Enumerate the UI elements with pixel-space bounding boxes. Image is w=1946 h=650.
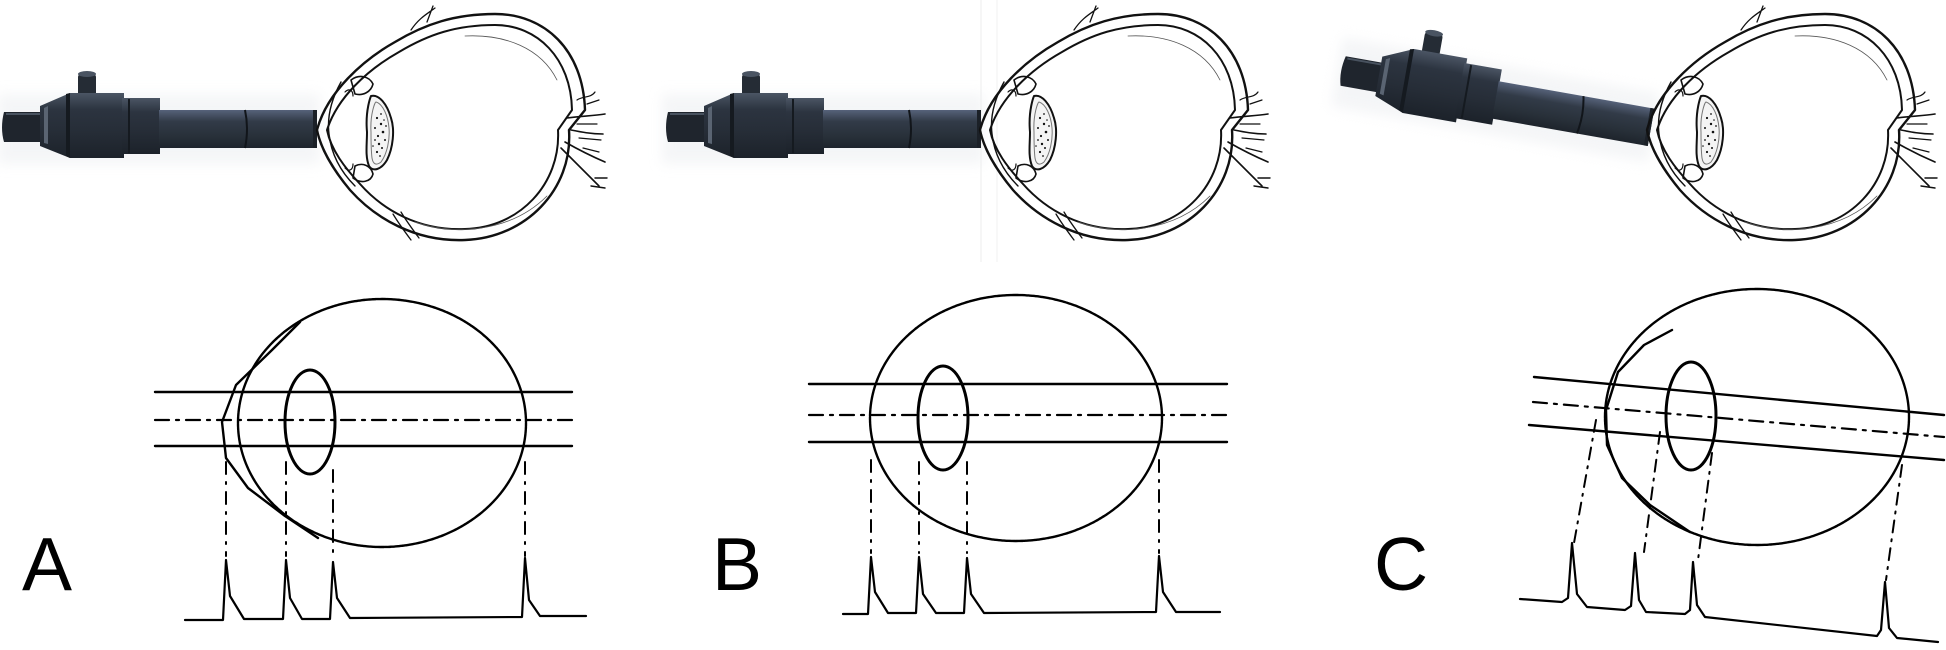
lens-outline	[283, 368, 337, 476]
echo-projection-line	[1697, 452, 1713, 561]
cornea-bulge	[220, 320, 320, 540]
ultrasound-probe-c	[1331, 15, 1664, 163]
beam-axis	[1531, 400, 1946, 439]
panel-label-a: A	[22, 522, 73, 606]
echo-projection-line	[1573, 419, 1597, 544]
globe-outline	[236, 297, 528, 549]
schematic-b	[807, 293, 1229, 616]
schematic-c	[1518, 287, 1946, 644]
anatomical-eyes	[315, 4, 1939, 242]
schematic-a	[153, 297, 588, 622]
schematic-eyes	[153, 287, 1946, 644]
panel-label-b: B	[712, 522, 763, 606]
a-scan-trace	[183, 556, 588, 622]
globe-outline	[868, 293, 1164, 543]
lens-outline	[1664, 360, 1718, 472]
cornea-bulge	[1604, 328, 1692, 534]
panel-label-c: C	[1374, 522, 1429, 606]
a-scan-trace	[1518, 541, 1940, 644]
beam-upper-edge	[1532, 375, 1946, 417]
anatomical-eye-c	[1645, 4, 1939, 242]
ultrasound-probe-a	[0, 71, 320, 164]
ultrasound-probes	[0, 15, 1664, 164]
echo-projection-line	[1885, 464, 1903, 581]
echo-projection-line	[1643, 431, 1661, 553]
a-scan-trace	[841, 554, 1222, 616]
anatomical-eye-a	[315, 4, 609, 242]
beam-lower-edge	[1527, 423, 1946, 462]
ultrasound-probe-b	[662, 71, 984, 164]
lens-outline	[916, 364, 970, 472]
anatomical-eye-b	[978, 4, 1272, 242]
